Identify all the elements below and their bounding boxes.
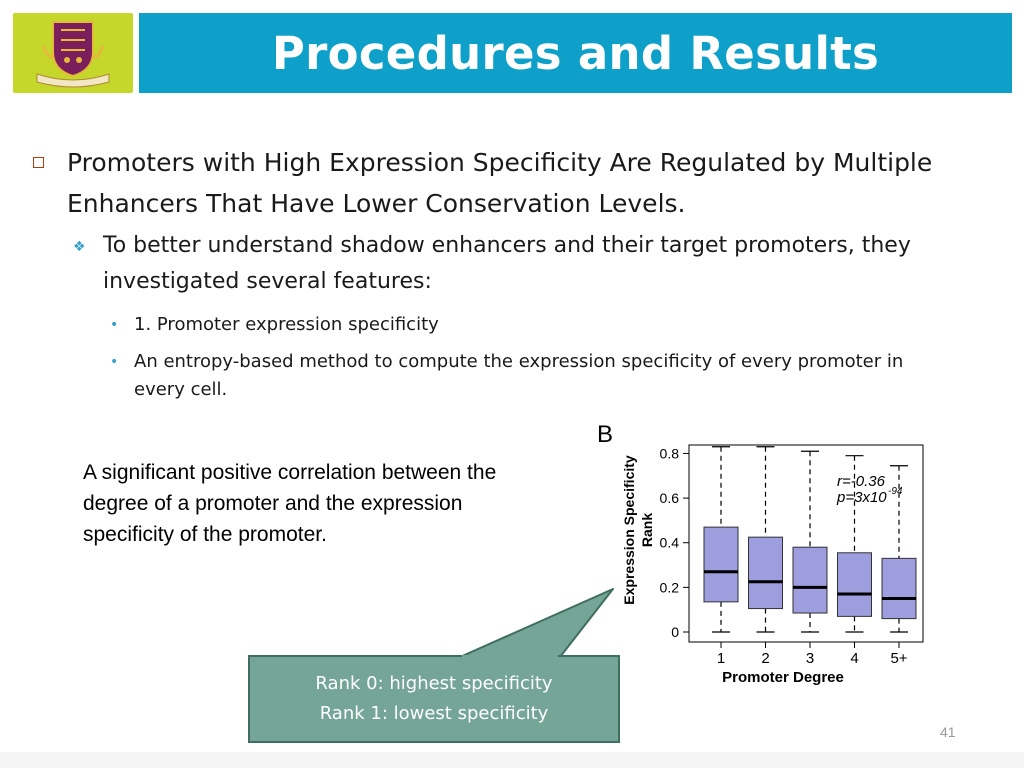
x-tick-label: 1 [717, 650, 725, 667]
logo-panel [13, 13, 133, 93]
box-3 [792, 546, 828, 614]
bullet-level3-b-text: An entropy-based method to compute the e… [134, 351, 904, 400]
slide-title: Procedures and Results [271, 26, 880, 80]
annotation-p-exponent: -94 [888, 486, 903, 497]
x-tick-label: 4 [850, 650, 858, 667]
y-tick-label: 0 [671, 624, 679, 640]
square-bullet-icon [33, 157, 44, 168]
page-number: 41 [940, 724, 956, 740]
x-tick-label: 3 [806, 650, 814, 667]
y-axis-label-line2: Rank [639, 513, 655, 547]
box-1 [703, 526, 739, 603]
bullet-level1-text: Promoters with High Expression Specifici… [67, 148, 933, 218]
x-tick-label: 2 [761, 650, 769, 667]
panel-label: B [597, 421, 613, 448]
callout-box: Rank 0: highest specificity Rank 1: lowe… [248, 655, 620, 743]
callout-line2: Rank 1: lowest specificity [319, 703, 549, 724]
x-axis-label: Promoter Degree [722, 669, 844, 686]
y-tick-label: 0.4 [660, 535, 680, 551]
box-4 [837, 552, 872, 617]
university-crest-icon [36, 21, 110, 88]
diamond-bullet-icon: ❖ [73, 239, 86, 255]
callout-seam [462, 655, 558, 659]
y-axis-label-line1: Expression Specificity [621, 455, 637, 605]
plot-frame [688, 444, 924, 643]
y-tick-label: 0.6 [660, 490, 680, 506]
figure-caption: A significant positive correlation betwe… [83, 461, 497, 546]
boxplot-svg: B Expression Specificity Rank Promoter D… [597, 421, 924, 686]
dot-bullet-icon: • [110, 354, 119, 370]
dot-bullet-icon: • [110, 317, 119, 333]
x-tick-label: 5+ [890, 650, 907, 667]
callout-line1: Rank 0: highest specificity [315, 673, 553, 694]
bullet-level2-text: To better understand shadow enhancers an… [103, 233, 911, 294]
footer-strip [0, 752, 1024, 768]
boxplot-chart: B Expression Specificity Rank Promoter D… [590, 412, 930, 692]
box-2 [748, 536, 783, 610]
title-bar: Procedures and Results [139, 13, 1012, 93]
annotation-p: p=3x10 [836, 489, 887, 506]
box-5+ [881, 557, 917, 620]
y-tick-label: 0.2 [660, 579, 680, 595]
bullet-level3-a-text: 1. Promoter expression specificity [134, 314, 439, 335]
annotation-r: r=-0.36 [837, 473, 886, 490]
y-tick-label: 0.8 [660, 445, 680, 461]
